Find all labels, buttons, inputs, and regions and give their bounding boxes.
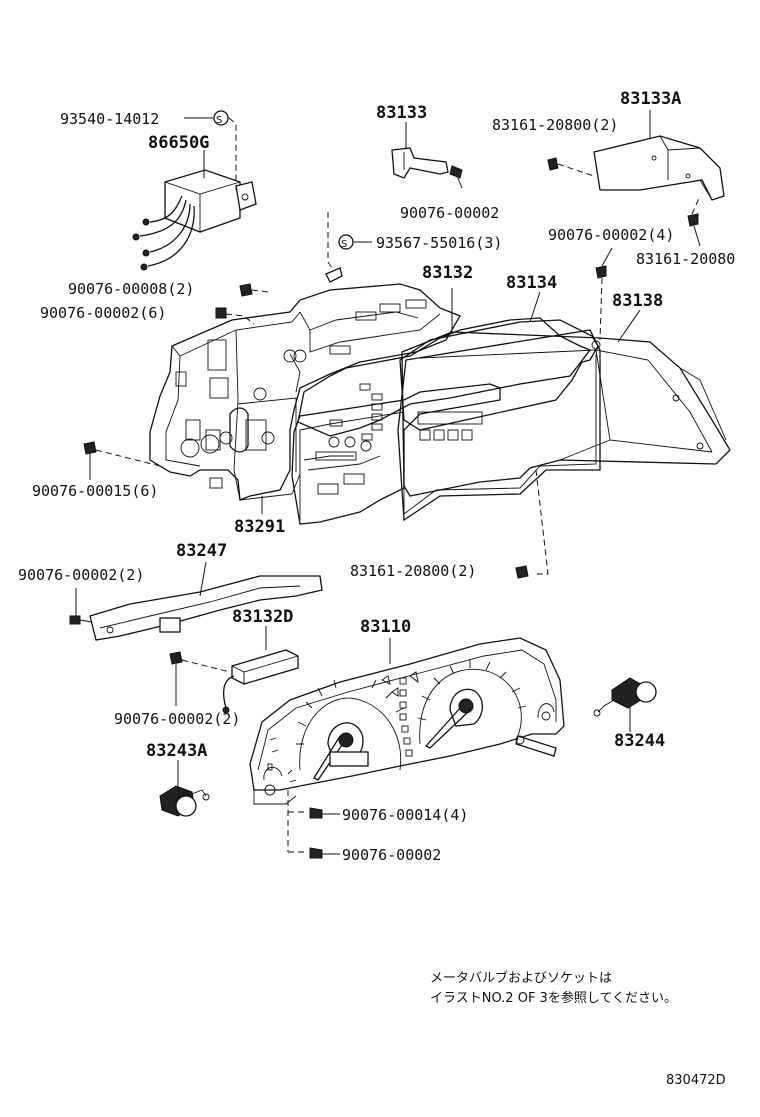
s-clip-1: S	[213, 110, 229, 126]
screw-90076-00015	[83, 441, 161, 480]
harness-83247	[89, 575, 323, 641]
reference-note: メータバルブおよびソケットは イラストNO.2 OF 3を参照してください。	[430, 970, 677, 1006]
label-90076-00015: 90076-00015(6)	[32, 482, 158, 500]
s-clip-2: S	[338, 234, 354, 250]
note-line-1: メータバルブおよびソケットは	[430, 970, 612, 986]
window-83134	[397, 319, 601, 522]
screw-90076-00002-6	[215, 307, 255, 325]
label-83291: 83291	[234, 517, 285, 537]
housing-83291	[149, 267, 461, 501]
label-86650g: 86650G	[148, 133, 209, 153]
screw-90076-00002-2a	[69, 588, 93, 625]
label-83134: 83134	[506, 273, 557, 293]
screw-83161-20080	[687, 195, 701, 247]
label-90076-00002-d: 90076-00002	[342, 846, 441, 864]
diagram-code: 830472D	[666, 1073, 726, 1088]
socket-83244	[593, 677, 657, 717]
label-83132d: 83132D	[232, 607, 293, 627]
label-90076-00008: 90076-00008(2)	[68, 280, 194, 298]
label-83133: 83133	[376, 103, 427, 123]
label-83138: 83138	[612, 291, 663, 311]
screw-83161-20800-a	[547, 157, 595, 177]
label-83161-20800-b: 83161-20800(2)	[350, 562, 476, 580]
label-83161-20800-a: 83161-20800(2)	[492, 116, 618, 134]
screw-90076-00008	[239, 283, 269, 297]
relay-86650g	[132, 169, 257, 271]
label-93567-55016: 93567-55016(3)	[376, 234, 502, 252]
clip-s-label-2: S	[341, 239, 347, 250]
screw-90076-00002-a	[449, 165, 463, 189]
label-83110: 83110	[360, 617, 411, 637]
label-90076-00002-4: 90076-00002(4)	[548, 226, 674, 244]
label-90076-00002-2a: 90076-00002(2)	[18, 566, 144, 584]
screw-90076-00014	[288, 807, 340, 819]
label-83161-20080: 83161-20080	[636, 250, 735, 268]
label-90076-00002-6: 90076-00002(6)	[40, 304, 166, 322]
label-93540-14012: 93540-14012	[60, 110, 159, 128]
screw-90076-00002-4	[595, 247, 613, 341]
screw-83161-20800-b	[515, 565, 529, 579]
bracket-83133	[391, 147, 449, 179]
rear-case-83138	[401, 331, 731, 497]
label-90076-00002-a: 90076-00002	[400, 204, 499, 222]
circuit-board-83132	[291, 317, 592, 525]
note-line-2: イラストNO.2 OF 3を参照してください。	[430, 990, 677, 1006]
cover-83133a	[593, 135, 725, 201]
label-83247: 83247	[176, 541, 227, 561]
socket-83243a	[159, 785, 210, 817]
part-labels: 93540-14012 86650G 83133 83133A 83161-20…	[18, 89, 735, 864]
label-83133a: 83133A	[620, 89, 681, 109]
label-90076-00014: 90076-00014(4)	[342, 806, 468, 824]
label-83243a: 83243A	[146, 741, 207, 761]
clip-s-label: S	[216, 115, 222, 126]
instrument-face-83110	[249, 637, 565, 805]
screw-90076-00002-d	[288, 847, 340, 859]
label-83132: 83132	[422, 263, 473, 283]
label-83244: 83244	[614, 731, 665, 751]
label-90076-00002-2b: 90076-00002(2)	[114, 710, 240, 728]
screw-90076-00002-2b	[169, 651, 231, 706]
board-83132d	[222, 649, 299, 714]
